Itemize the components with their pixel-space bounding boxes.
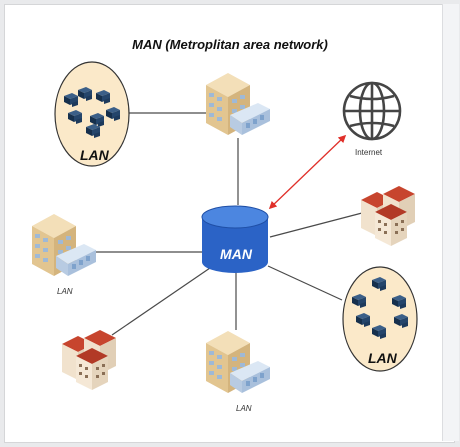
office-building-icon-bottom xyxy=(206,331,270,393)
link-lines xyxy=(95,112,363,336)
lan-label-bottom-right: LAN xyxy=(368,350,397,366)
lan-cluster-bottom-right xyxy=(342,266,418,372)
link-apartments-right xyxy=(269,212,363,238)
apartment-block-icon-right xyxy=(361,186,415,246)
office-building-icon-left xyxy=(32,214,96,276)
office-building-icon-top xyxy=(206,73,270,135)
database-cylinder-icon xyxy=(201,205,269,273)
link-lan-bottom-right xyxy=(267,265,343,301)
man-node-label: MAN xyxy=(220,246,252,262)
lan-label-bottom-building: LAN xyxy=(236,404,252,413)
lan-label-left-building: LAN xyxy=(57,287,73,296)
globe-icon xyxy=(342,81,402,141)
lan-cluster-top-left xyxy=(54,61,130,167)
scrollbar-track[interactable] xyxy=(442,4,459,441)
internet-link xyxy=(268,134,347,210)
lan-label-top-left: LAN xyxy=(80,147,109,163)
link-apartments-bottom-left xyxy=(111,267,211,336)
internet-label: Internet xyxy=(355,148,383,157)
page-title: MAN (Metroplitan area network) xyxy=(132,37,328,52)
apartment-block-icon-bottom-left xyxy=(62,330,116,390)
